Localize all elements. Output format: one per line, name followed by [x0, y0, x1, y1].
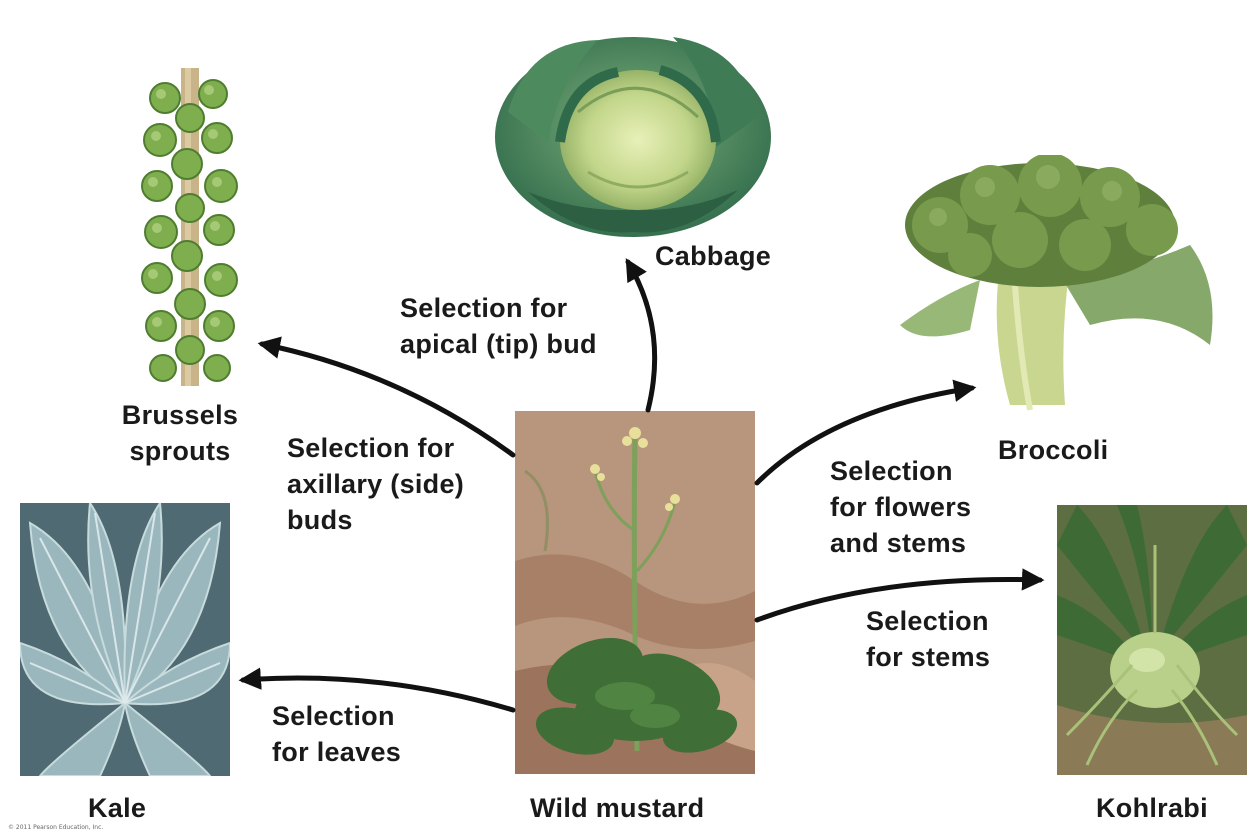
wild-mustard-label: Wild mustard	[530, 790, 704, 826]
arrow-to-cabbage	[628, 262, 655, 410]
kale-label: Kale	[88, 790, 146, 826]
brussels-sprouts-label: Brussels sprouts	[100, 397, 260, 469]
selection-axillary-label: Selection for axillary (side) buds	[287, 430, 464, 538]
selection-flowers-stems-label: Selection for flowers and stems	[830, 453, 971, 561]
copyright-notice: © 2011 Pearson Education, Inc.	[8, 824, 103, 831]
cabbage-label: Cabbage	[655, 238, 771, 274]
broccoli-label: Broccoli	[998, 432, 1108, 468]
selection-leaves-label: Selection for leaves	[272, 698, 401, 770]
kohlrabi-label: Kohlrabi	[1096, 790, 1208, 826]
selection-apical-label: Selection for apical (tip) bud	[400, 290, 597, 362]
selection-stems-label: Selection for stems	[866, 603, 990, 675]
